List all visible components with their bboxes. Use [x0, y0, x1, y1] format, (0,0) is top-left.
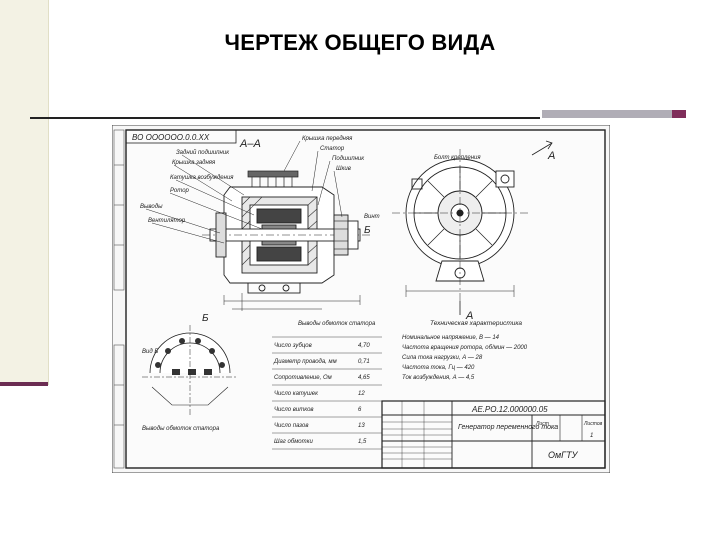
title-block	[381, 400, 606, 469]
spec-line-5: Ток возбуждения, А — 4,5	[402, 375, 475, 381]
callout-6: Вентилятор	[148, 218, 186, 224]
table-row-5-value: 6	[358, 407, 362, 413]
callout-leaders-left	[145, 154, 263, 244]
callout-5: Выводы	[140, 204, 163, 210]
doc-code-box	[125, 129, 237, 144]
section-label: А–А	[239, 138, 261, 150]
end-callout-2: Винт	[364, 214, 380, 220]
callout-top-4: Шкив	[336, 166, 351, 172]
table-row-5-label: Число витков	[274, 407, 314, 413]
callout-leaders-top	[283, 140, 343, 218]
left-decorative-band	[0, 0, 48, 385]
decor-bar-purple	[672, 110, 686, 118]
table-row-2-label: Диаметр провода, мм	[273, 359, 337, 365]
winding-table	[272, 336, 382, 450]
doc-code-text: ВО ОООООО.0.0.ХХ	[132, 133, 210, 142]
view-b-label: Б	[202, 313, 209, 324]
title-block-number: АЕ.РО.12.000000.05	[471, 405, 548, 414]
table-row-4-value: 12	[358, 391, 365, 397]
section-mark-top: А	[547, 150, 555, 162]
sheet-inner-frame	[125, 129, 606, 469]
winding-table-cells: Число зубцов 4,70 Диаметр провода, мм 0,71…	[273, 343, 370, 445]
end-callout-1: Болт крепления	[434, 155, 481, 161]
engineering-drawing: ВО ОООООО.0.0.ХХ А–А	[112, 125, 610, 473]
table-row-6-label: Число пазов	[274, 423, 308, 429]
title-block-org: ОмГТУ	[548, 450, 579, 460]
spec-line-1: Номинальное напряжение, В — 14	[402, 335, 500, 341]
section-mark-bottom: А	[465, 310, 473, 322]
spec-line-4: Частота тока, Гц — 420	[402, 365, 475, 371]
table-row-1-value: 4,70	[358, 343, 370, 349]
left-accent-bar	[0, 382, 48, 386]
windings-caption: Выводы обмоток статора	[142, 426, 220, 432]
callout-2: Крышка задняя	[172, 160, 216, 166]
table-heading: Выводы обмоток статора	[298, 321, 376, 327]
title-underline	[30, 117, 540, 119]
callout-top-1: Крышка передняя	[302, 136, 353, 142]
callout-3: Катушка возбуждения	[170, 175, 234, 181]
callout-top-3: Подшипник	[332, 156, 365, 162]
view-b-drawing	[142, 325, 238, 415]
spec-line-2: Частота вращения ротора, об/мин — 2000	[402, 345, 528, 351]
spec-line-3: Сила тока нагрузки, А — 28	[402, 355, 483, 361]
section-arrows	[459, 140, 553, 315]
title-block-name: Генератор переменного тока	[458, 424, 558, 431]
callout-4: Ротор	[170, 188, 190, 194]
end-view	[392, 149, 528, 301]
table-row-3-label: Сопротивление, Ом	[274, 375, 332, 381]
margin-stamps	[113, 129, 125, 469]
side-mark: Б	[364, 225, 371, 236]
table-row-3-value: 4,65	[358, 375, 370, 381]
table-row-4-label: Число катушек	[274, 391, 319, 397]
table-row-7-value: 1,5	[358, 439, 367, 445]
spec-lines: Номинальное напряжение, В — 14 Частота в…	[402, 335, 528, 381]
title-block-sheets-label: Листов	[583, 421, 603, 427]
section-view	[202, 170, 372, 311]
spec-title: Техническая характеристика	[430, 320, 522, 327]
table-row-2-value: 0,71	[358, 359, 370, 365]
table-row-6-value: 13	[358, 423, 365, 429]
title-block-sheet-label: Лист	[535, 421, 549, 427]
left-band-divider	[48, 0, 49, 385]
callout-top-2: Статор	[320, 146, 345, 152]
title-block-sheets-count: 1	[590, 433, 593, 439]
view-b-caption: Вид Б	[142, 349, 158, 355]
slide-title: ЧЕРТЕЖ ОБЩЕГО ВИДА	[224, 30, 496, 55]
table-row-1-label: Число зубцов	[274, 343, 312, 349]
callout-1: Задний подшипник	[176, 149, 230, 156]
table-row-7-label: Шаг обмотки	[274, 439, 313, 445]
decor-bar-grey	[542, 110, 672, 118]
